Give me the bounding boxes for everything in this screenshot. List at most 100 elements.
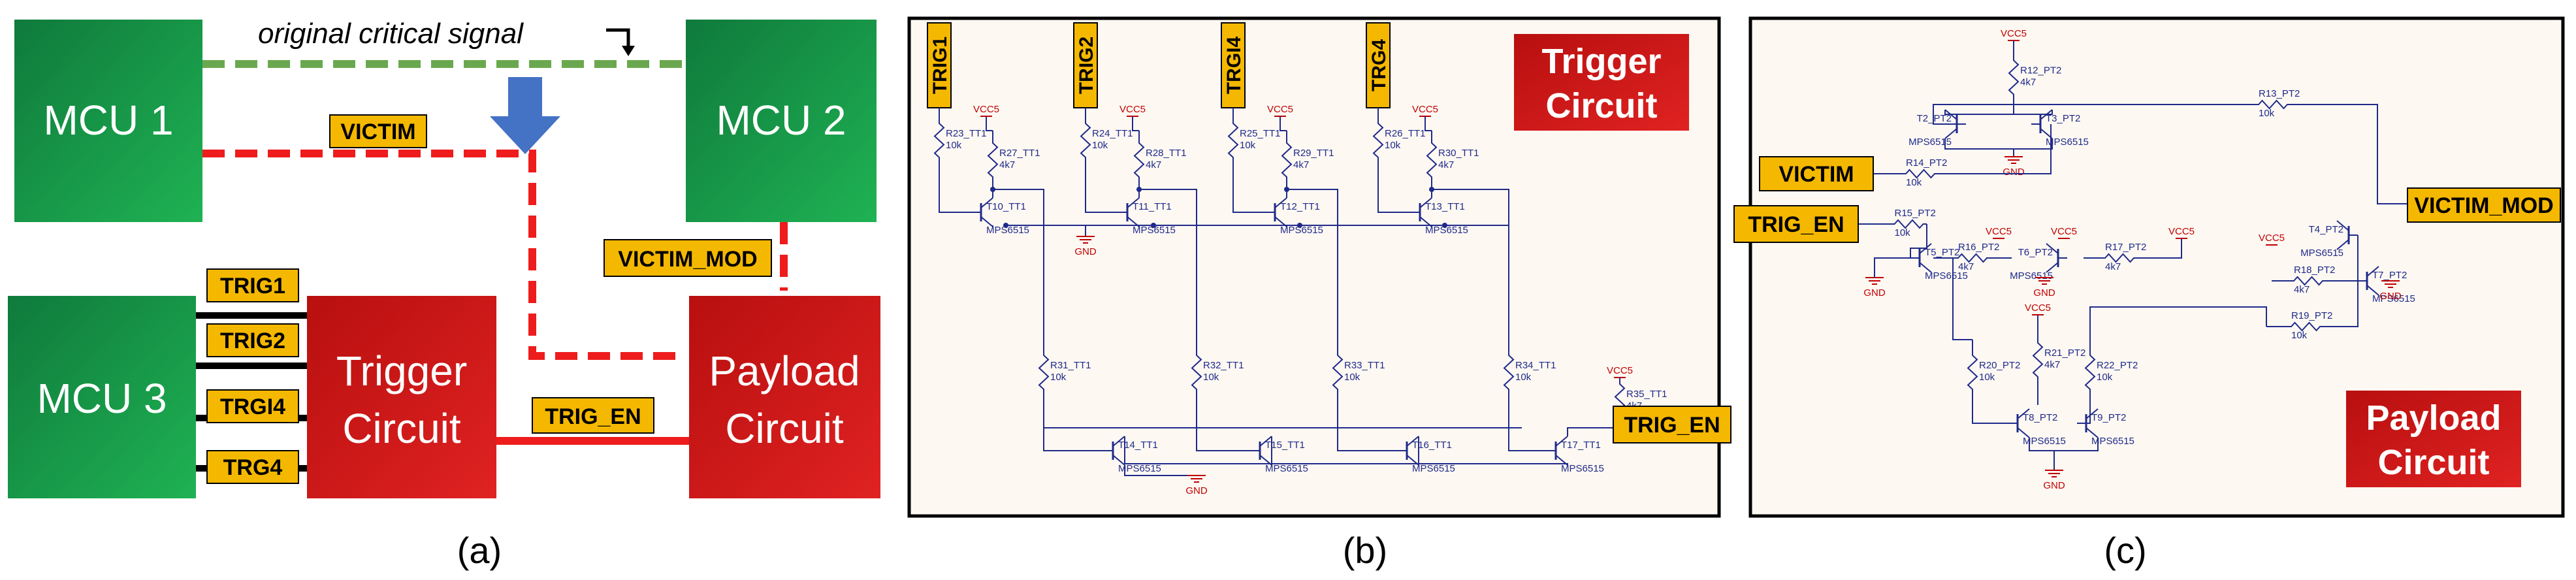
- resistor-ref: R25_TT1: [1240, 128, 1281, 139]
- vcc-label: VCC5: [1267, 104, 1293, 115]
- resistor-value: 10k: [1895, 227, 1911, 238]
- pair-collector-wire: [1944, 110, 2014, 115]
- transistor-emitter: [2336, 239, 2349, 250]
- trig1-tag-text: TRIG1: [220, 274, 285, 298]
- resistor-value: 10k: [2097, 372, 2113, 383]
- transistor-emitter: [980, 216, 993, 227]
- gnd-label: GND: [2003, 167, 2025, 178]
- resistor-value: 4k7: [1293, 159, 1309, 170]
- panel-c-title-2: Circuit: [2377, 443, 2489, 482]
- payload-circuit-label-1: Payload: [709, 347, 860, 395]
- transistor-part: MPS6515: [2046, 137, 2089, 148]
- vcc-wire: [1280, 116, 1287, 131]
- victim-node-wire: [1950, 124, 2052, 174]
- t5-gnd-wire: [1874, 257, 1910, 278]
- resistor-ref: R14_PT2: [1906, 157, 1947, 169]
- junction-dot: [1151, 223, 1156, 228]
- transistor-ref: T6_PT2: [2018, 247, 2053, 258]
- transistor-part: MPS6515: [1133, 225, 1176, 236]
- victim-tag: [329, 114, 427, 148]
- transistor-part: MPS6515: [1280, 225, 1323, 236]
- vcc-label: VCC5: [1412, 104, 1438, 115]
- transistor-collector: [2046, 243, 2059, 254]
- vcc-label: VCC5: [2168, 226, 2195, 237]
- resistor-value: 4k7: [2020, 77, 2036, 88]
- transistor-ref: T3_PT2: [2046, 113, 2080, 124]
- resistor-symbol: [1891, 169, 1950, 179]
- trig-en-tag-text: TRIG_EN: [545, 404, 641, 429]
- caption-a: (a): [457, 530, 502, 571]
- transistor-ref: T8_PT2: [2023, 412, 2057, 423]
- transistor-part: MPS6515: [2023, 436, 2066, 447]
- resistor-ref: R26_TT1: [1385, 128, 1426, 139]
- base-wire: [1377, 173, 1411, 213]
- resistor-symbol: [1227, 108, 1239, 173]
- payload-schematic: VCC5R12_PT24k7T2_PT2MPS6515T3_PT2MPS6515…: [1858, 28, 2415, 491]
- bottom-base-wire: [1337, 418, 1398, 451]
- trigger-input-text: TRGI4: [1223, 37, 1245, 95]
- mcu2-label: MCU 2: [716, 97, 846, 144]
- down-arrow-icon: [490, 77, 560, 154]
- resistor-value: 10k: [1979, 372, 1995, 383]
- transistor-part: MPS6515: [1118, 463, 1161, 474]
- transistor-collector: [1127, 197, 1140, 208]
- resistor-ref: R12_PT2: [2020, 65, 2061, 76]
- bottom-base-wire: [1508, 418, 1547, 451]
- resistor-ref: R35_TT1: [1626, 389, 1667, 400]
- gnd-label: GND: [2033, 287, 2055, 298]
- r17-vcc-wire: [2155, 238, 2182, 259]
- gnd-label: GND: [2043, 480, 2065, 491]
- transistor-ref: T16_TT1: [1412, 440, 1452, 451]
- resistor-symbol: [2008, 40, 2020, 114]
- vcc-label: VCC5: [1119, 104, 1146, 115]
- trg4-tag: [206, 450, 299, 484]
- resistor-ref: R16_PT2: [1958, 242, 1999, 253]
- transistor-ref: T4_PT2: [2309, 224, 2343, 235]
- resistor-symbol: [1191, 327, 1202, 418]
- transistor-part: MPS6515: [1265, 463, 1308, 474]
- transistor-part: MPS6515: [2300, 248, 2343, 259]
- t4-base-wire: [2345, 235, 2359, 327]
- vcc-wire: [1425, 116, 1432, 131]
- victim-mod-wire: [2325, 104, 2407, 204]
- junction-dot: [1284, 187, 1289, 192]
- r13-left-wire: [1933, 104, 2221, 125]
- trgi4-tag-text: TRGI4: [220, 395, 285, 419]
- resistor-symbol: [987, 131, 999, 189]
- resistor-value: 10k: [1203, 372, 1219, 383]
- vcc-label: VCC5: [1986, 226, 2012, 237]
- trig-en-out-tag: [1613, 406, 1731, 443]
- original-signal-label: original critical signal: [258, 18, 524, 50]
- caption-b: (b): [1343, 530, 1387, 571]
- corner-arrow-head-icon: [622, 46, 635, 56]
- resistor-value: 4k7: [1438, 159, 1454, 170]
- transistor-collector: [980, 197, 993, 208]
- trigger-input-text: TRG4: [1368, 39, 1390, 91]
- transistor-part: MPS6515: [1925, 270, 1968, 282]
- trgi4-tag: [206, 389, 299, 423]
- trg4-tag-text: TRG4: [223, 455, 283, 480]
- victim-in-tag: [1759, 156, 1874, 191]
- resistor-value: 4k7: [2044, 359, 2060, 370]
- panel-b-title-1: Trigger: [1541, 42, 1661, 81]
- payload-circuit-box: [689, 296, 880, 498]
- resistor-symbol: [1933, 253, 2012, 263]
- resistor-symbol: [1426, 131, 1438, 189]
- bottom-series-wire: [1418, 436, 1568, 465]
- transistor-collector: [2366, 266, 2379, 277]
- vcc-label: VCC5: [2001, 28, 2027, 39]
- resistor-symbol: [1332, 327, 1344, 418]
- resistor-symbol: [1133, 131, 1145, 189]
- trig2-tag-text: TRIG2: [220, 329, 285, 353]
- transistor-part: MPS6515: [2372, 293, 2415, 304]
- mcu1-box: [14, 20, 202, 222]
- transistor-part: MPS6515: [986, 225, 1029, 236]
- trig1-tag: [206, 268, 299, 302]
- transistor-part: MPS6515: [1561, 463, 1604, 474]
- base-wire: [939, 173, 972, 213]
- junction-dot: [1442, 223, 1447, 228]
- resistor-value: 10k: [1515, 372, 1532, 383]
- resistor-ref: R24_TT1: [1092, 128, 1133, 139]
- resistor-ref: R15_PT2: [1895, 208, 1936, 219]
- bottom-emitter-gnd-wire: [1124, 465, 1197, 476]
